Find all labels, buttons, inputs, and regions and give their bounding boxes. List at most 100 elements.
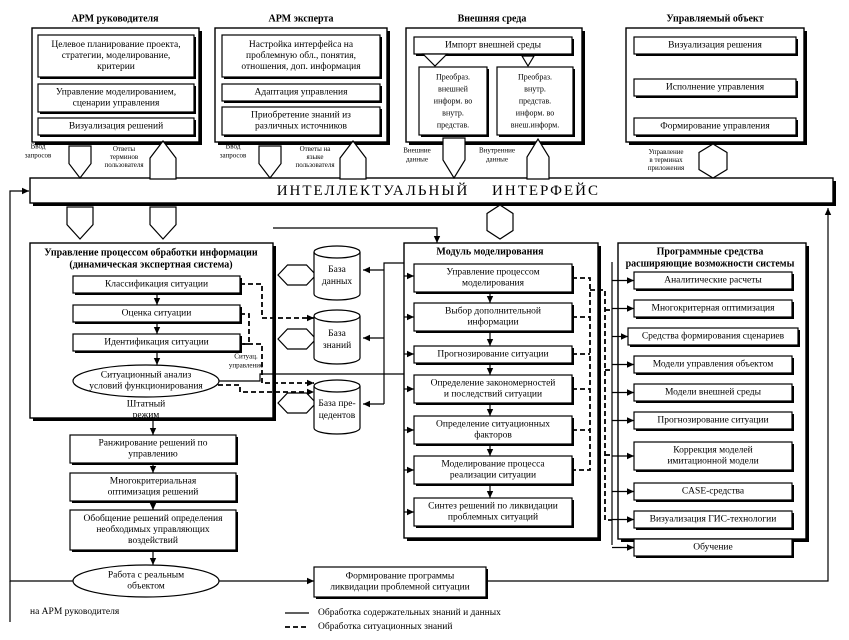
real-object-ellipse-label: объектом — [127, 581, 165, 592]
chain-item-optimization-label: оптимизация решений — [108, 487, 199, 498]
software-item-7-label: имитационной модели — [667, 456, 758, 467]
chain-item-generalization-label: Обобщение решений определения — [84, 513, 224, 524]
base-precedents-cylinder-rim — [313, 385, 361, 393]
modeling-item-5-label: Определение ситуационных — [436, 420, 550, 430]
external-conv-in — [418, 66, 488, 136]
software-item-9 — [633, 510, 793, 529]
base-data-cylinder — [313, 245, 361, 301]
software-item-7-label: Коррекция моделей — [673, 445, 752, 456]
base-data-hexagon — [277, 264, 317, 286]
arm-expert-item-1-label: проблемную обл., понятия, — [246, 50, 356, 61]
chain-item-generalization-label: необходимых управляющих — [96, 524, 210, 535]
flow-modeling-rail — [383, 262, 404, 404]
software-title: Программные средства — [657, 247, 764, 258]
modeling-item-6-label: Моделирование процесса — [441, 460, 545, 470]
io-label-query-2: запросов — [220, 152, 247, 160]
software-item-6-label: Прогнозирование ситуации — [657, 416, 768, 426]
modeling-item-6-label: реализации ситуации — [450, 471, 536, 481]
software-item-5-label: Модели внешней среды — [665, 387, 762, 398]
program-formation-box-label: Формирование программы — [346, 572, 455, 582]
processing-item-classify-label: Классификация ситуации — [105, 279, 208, 290]
chain-item-ranking-label: управлению — [128, 450, 177, 460]
chain-item-optimization — [69, 472, 237, 502]
base-knowledge-cylinder-label: База — [328, 329, 346, 339]
managed-link-hexagon — [698, 143, 728, 179]
panel-arm-expert-title: АРМ эксперта — [268, 14, 333, 25]
arm-head-item-2-label: сценарии управления — [73, 99, 160, 109]
to-arm-label: на АРМ руководителя — [30, 607, 120, 617]
software-item-10-label: Обучение — [693, 542, 732, 553]
base-knowledge-hexagon — [277, 328, 317, 350]
processing-item-classify — [72, 275, 241, 294]
software-item-6 — [633, 411, 793, 430]
software-title: расширяющие возможности системы — [626, 259, 795, 270]
dash-identify-precedents — [240, 343, 314, 387]
io-label-managed-terms: Управление — [648, 148, 683, 156]
external-conv-out-label: внеш.информ. — [511, 121, 559, 130]
modeling-item-5 — [413, 415, 573, 445]
io-label-answer-2: пользователя — [295, 161, 335, 169]
arm-expert-item-2 — [221, 83, 381, 102]
managed-item-2-label: Исполнение управления — [666, 83, 765, 93]
legend-solid-label: Обработка содержательных знаний и данных — [318, 607, 501, 618]
external-import — [413, 36, 573, 55]
processing-item-identify-label: Идентификация ситуации — [104, 337, 209, 348]
modeling-item-6 — [413, 455, 573, 485]
io-label-answer-1: терминов — [110, 153, 139, 161]
software-item-4 — [633, 355, 793, 374]
dash-ellipse-precedents — [218, 384, 314, 396]
software-item-8-label: CASE-средства — [682, 487, 745, 497]
interface-modeling-hexagon — [486, 204, 514, 240]
real-object-ellipse-label: Работа с реальным — [108, 570, 184, 581]
external-conv-out — [496, 66, 574, 136]
processing-title: Управление процессом обработки информаци… — [44, 248, 258, 259]
arm-expert-item-2-label: Адаптация управления — [255, 88, 349, 98]
software-item-1 — [633, 271, 793, 290]
software-item-5 — [633, 383, 793, 402]
program-formation-box-label: ликвидации проблемной ситуации — [330, 582, 470, 593]
software-item-10 — [633, 538, 793, 557]
managed-item-3 — [633, 117, 797, 136]
modeling-item-7 — [413, 497, 573, 527]
software-item-9-label: Визуализация ГИС-технологии — [650, 515, 777, 525]
arm-head-item-2 — [37, 83, 195, 113]
situation-control-label: управление — [229, 362, 263, 370]
chain-item-ranking-label: Ранжирование решений по — [98, 438, 207, 449]
query-in-arrow-2 — [258, 145, 282, 179]
base-knowledge-cylinder-rim — [313, 315, 361, 323]
normal-mode-label: Штатный — [127, 399, 166, 410]
interface-bar — [29, 177, 834, 204]
modeling-item-2 — [413, 302, 573, 332]
modeling-item-1 — [413, 263, 573, 293]
internal-data-up-arrow — [526, 137, 550, 180]
modeling-item-1-label: моделирования — [462, 279, 525, 289]
modeling-item-2-label: информации — [467, 317, 518, 328]
flow-situation-modeling — [218, 373, 404, 382]
software-item-4-label: Модели управления объектом — [653, 359, 774, 370]
modeling-item-4-label: Определение закономерностей — [431, 378, 556, 389]
io-label-managed-terms: в терминах — [649, 156, 683, 164]
external-conv-out-arrow — [520, 55, 536, 68]
modeling-item-5-label: факторов — [474, 430, 512, 441]
external-conv-in-label: внешней — [438, 85, 469, 94]
external-conv-out-label: Преобраз. — [518, 73, 552, 82]
arm-head-item-2-label: Управление моделированием, — [56, 88, 176, 98]
base-knowledge-cylinder-label: знаний — [323, 340, 351, 351]
panel-managed-title: Управляемый объект — [666, 14, 763, 25]
arm-expert-item-3 — [221, 106, 381, 136]
interface-word-2: ИНТЕРФЕЙС — [492, 182, 600, 199]
managed-item-3-label: Формирование управления — [660, 122, 770, 132]
managed-item-1 — [633, 36, 797, 55]
real-object-ellipse — [72, 564, 220, 598]
arm-head-item-3 — [37, 117, 195, 136]
panel-arm-head-title: АРМ руководителя — [71, 14, 159, 25]
io-label-managed-terms: приложения — [648, 164, 685, 172]
chain-item-ranking — [69, 434, 237, 464]
external-flow-down-arrow — [421, 53, 449, 67]
io-label-external-data: данные — [406, 156, 428, 164]
dash-modeling-right — [572, 277, 591, 471]
io-label-query-1: запросов — [25, 152, 52, 160]
modeling-item-7-label: Синтез решений по ликвидации — [428, 501, 558, 512]
normal-mode-label: режим — [133, 411, 160, 421]
